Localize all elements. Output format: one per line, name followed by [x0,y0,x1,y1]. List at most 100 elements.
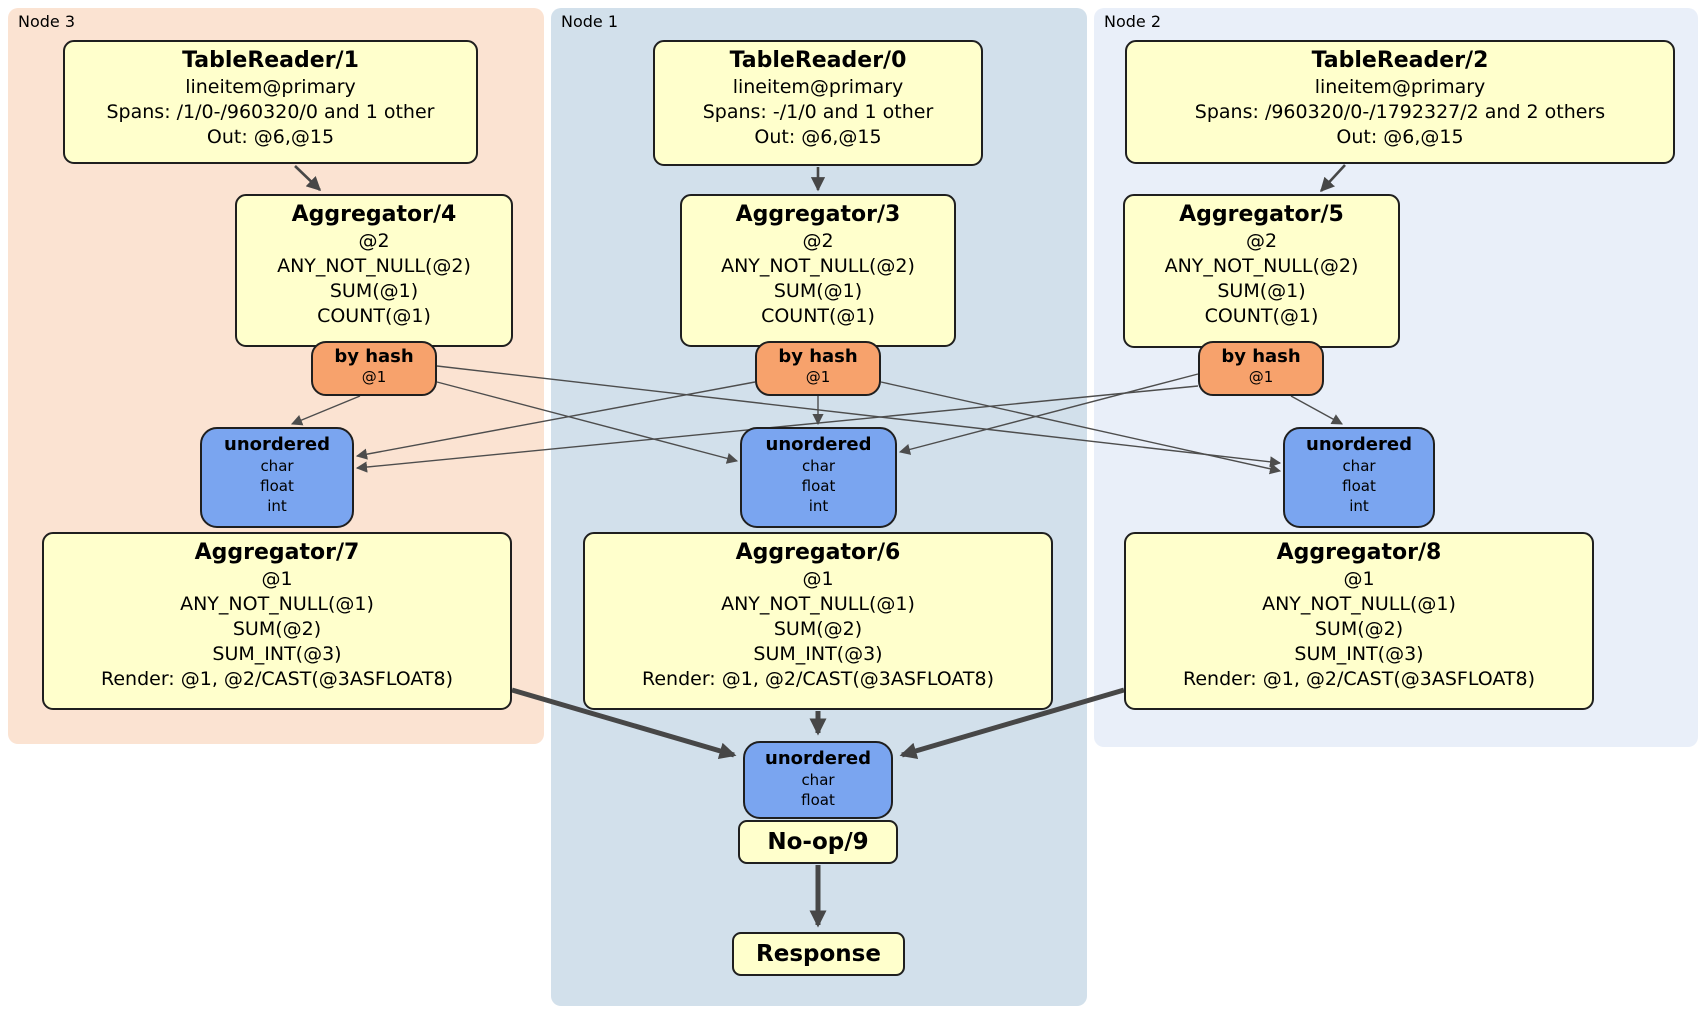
router-title: by hash [778,346,858,367]
box-title: TableReader/2 [1311,48,1489,73]
box-line: ANY_NOT_NULL(@2) [721,254,915,277]
sync-line: float [801,790,835,809]
node1-label: Node 1 [561,12,619,31]
edge-router3-sync1 [436,381,739,464]
box-line: Spans: /960320/0-/1792327/2 and 2 others [1194,100,1606,123]
box-line: SUM(@1) [773,279,863,302]
hash-router-node3: by hash @1 [311,341,437,396]
edge-tr2-agg5 [1320,164,1346,193]
tablereader-2-box: TableReader/2 lineitem@primary Spans: /9… [1125,40,1675,164]
box-title: TableReader/1 [182,48,359,73]
router-title: by hash [334,346,414,367]
hash-router-node1: by hash @1 [755,341,881,396]
box-line: Render: @1, @2/CAST(@3ASFLOAT8) [101,667,453,690]
node2-label: Node 2 [1104,12,1162,31]
hash-router-node2: by hash @1 [1198,341,1324,396]
sync-title: unordered [1306,434,1412,455]
router-line: @1 [1248,367,1274,386]
sync-line: float [260,476,294,495]
aggregator-3-box: Aggregator/3 @2 ANY_NOT_NULL(@2) SUM(@1)… [680,194,956,347]
aggregator-5-box: Aggregator/5 @2 ANY_NOT_NULL(@2) SUM(@1)… [1123,194,1400,348]
box-line: SUM(@1) [1217,279,1306,302]
sync-line: char [801,770,835,789]
edge-agg8-finalsync [899,687,1125,760]
box-line: Out: @6,@15 [206,125,335,148]
tablereader-1-box: TableReader/1 lineitem@primary Spans: /1… [63,40,478,164]
tablereader-0-box: TableReader/0 lineitem@primary Spans: -/… [653,40,983,166]
aggregator-8-box: Aggregator/8 @1 ANY_NOT_NULL(@1) SUM(@2)… [1124,532,1594,710]
sync-title: unordered [765,748,871,769]
edge-router3-sync2 [436,365,1282,468]
box-line: lineitem@primary [1314,75,1486,98]
box-line: Out: @6,@15 [754,125,882,148]
box-line: COUNT(@1) [761,304,875,327]
aggregator-4-box: Aggregator/4 @2 ANY_NOT_NULL(@2) SUM(@1)… [235,194,513,347]
box-title: Aggregator/8 [1276,540,1442,565]
edge-tr1-agg4 [294,165,322,191]
box-line: ANY_NOT_NULL(@1) [1262,592,1456,615]
box-title: Aggregator/3 [735,202,901,227]
box-line: @2 [358,229,390,252]
box-line: Render: @1, @2/CAST(@3ASFLOAT8) [642,667,994,690]
box-title: Aggregator/5 [1179,202,1344,227]
box-line: @1 [802,567,834,590]
box-line: SUM_INT(@3) [1294,642,1424,665]
box-line: SUM(@2) [232,617,322,640]
aggregator-7-box: Aggregator/7 @1 ANY_NOT_NULL(@1) SUM(@2)… [42,532,512,710]
sync-title: unordered [224,434,330,455]
edge-agg7-finalsync [511,687,737,760]
box-line: lineitem@primary [185,75,356,98]
node3-label: Node 3 [18,12,76,31]
unordered-sync-node3: unordered char float int [200,427,354,528]
unordered-sync-final: unordered char float [743,741,893,819]
unordered-sync-node2: unordered char float int [1283,427,1435,528]
sync-line: float [1342,476,1376,495]
box-title: Response [756,941,881,967]
sync-line: int [267,497,287,516]
box-title: Aggregator/7 [194,540,360,565]
box-line: SUM(@2) [1314,617,1404,640]
sync-line: char [1342,456,1376,475]
box-line: Out: @6,@15 [1336,125,1464,148]
box-line: @2 [1245,229,1278,252]
sync-line: int [1349,497,1369,516]
router-line: @1 [805,367,831,386]
box-line: COUNT(@1) [317,304,431,327]
box-title: No-op/9 [767,829,869,855]
unordered-sync-node1: unordered char float int [740,427,897,528]
sync-line: int [808,497,829,516]
box-line: COUNT(@1) [1204,304,1319,327]
edge-router1-sync2 [880,381,1282,475]
box-line: Render: @1, @2/CAST(@3ASFLOAT8) [1183,667,1535,690]
sync-title: unordered [765,434,872,455]
box-title: Aggregator/4 [291,202,457,227]
box-line: SUM(@1) [329,279,419,302]
router-line: @1 [361,367,387,386]
box-line: Spans: /1/0-/960320/0 and 1 other [106,100,435,123]
response-box: Response [732,932,905,976]
box-line: lineitem@primary [732,75,904,98]
box-line: SUM_INT(@3) [753,642,883,665]
box-line: ANY_NOT_NULL(@1) [180,592,374,615]
box-title: Aggregator/6 [735,540,901,565]
box-line: ANY_NOT_NULL(@2) [277,254,471,277]
box-line: @2 [802,229,834,252]
box-line: ANY_NOT_NULL(@1) [721,592,915,615]
box-line: @1 [1343,567,1375,590]
edge-router2-sync2 [1290,395,1343,425]
box-line: ANY_NOT_NULL(@2) [1164,254,1359,277]
box-line: SUM_INT(@3) [212,642,342,665]
noop-box: No-op/9 [738,820,898,864]
edge-router2-sync1 [898,373,1199,455]
box-line: SUM(@2) [773,617,863,640]
edge-router1-sync3 [355,381,756,460]
box-line: @1 [261,567,293,590]
edge-router3-sync3 [290,395,361,426]
box-title: TableReader/0 [729,48,907,73]
sync-line: float [801,476,836,495]
aggregator-6-box: Aggregator/6 @1 ANY_NOT_NULL(@1) SUM(@2)… [583,532,1053,710]
router-title: by hash [1221,346,1301,367]
sync-line: char [260,456,294,475]
sync-line: char [801,456,836,475]
